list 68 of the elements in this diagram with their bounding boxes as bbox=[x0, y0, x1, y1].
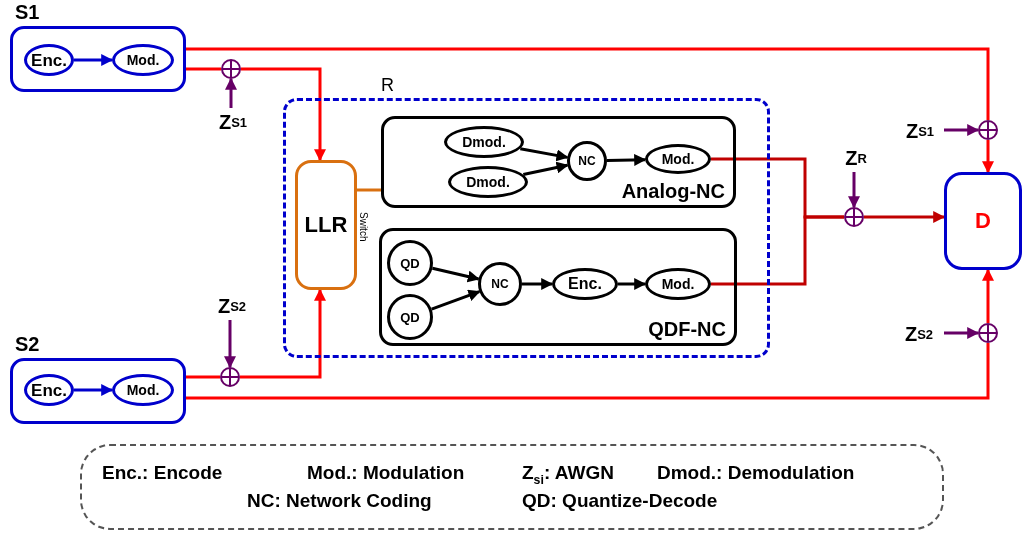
node-label: Enc. bbox=[568, 276, 602, 292]
node-label: S1 bbox=[15, 2, 40, 22]
node-label: Mod. bbox=[126, 53, 160, 67]
rounded-box bbox=[381, 116, 736, 208]
arrow bbox=[74, 54, 114, 66]
arrow bbox=[523, 161, 569, 176]
node-label: LLR bbox=[304, 214, 348, 236]
ellipse-node bbox=[387, 240, 433, 286]
legend-entry: Z$_{si}$: AWGN bbox=[522, 462, 614, 487]
node-label: D bbox=[975, 210, 991, 232]
arrow bbox=[944, 327, 980, 339]
arrow bbox=[944, 124, 980, 136]
arrow bbox=[74, 384, 114, 396]
arrow bbox=[431, 289, 481, 311]
node-label: Dmod. bbox=[466, 175, 510, 189]
arrow bbox=[240, 288, 326, 379]
connector-line bbox=[186, 67, 221, 71]
node-label: Mod. bbox=[661, 152, 695, 166]
arrow bbox=[224, 320, 236, 369]
legend-entry: Enc.: Encode bbox=[102, 462, 223, 484]
ellipse-node bbox=[112, 374, 174, 406]
rounded-box bbox=[379, 228, 737, 346]
arrow bbox=[606, 153, 647, 166]
arrow bbox=[982, 268, 994, 323]
node-label: Enc. bbox=[31, 51, 67, 69]
arrow bbox=[864, 211, 946, 223]
node-label: Mod. bbox=[126, 383, 160, 397]
connector-line bbox=[711, 215, 844, 286]
node-label: Analog-NC bbox=[621, 181, 725, 201]
node-label: QD bbox=[400, 310, 420, 324]
node-label: S2 bbox=[15, 334, 40, 354]
node-label: QDF-NC bbox=[648, 319, 726, 339]
node-label: Mod. bbox=[661, 277, 695, 291]
node-label: NC bbox=[578, 155, 596, 167]
connector-line bbox=[186, 47, 990, 120]
connector-line bbox=[186, 375, 220, 379]
ellipse-node bbox=[552, 268, 618, 300]
circle-node bbox=[478, 262, 522, 306]
legend-entry: Dmod.: Demodulation bbox=[657, 462, 855, 484]
ellipse-node bbox=[387, 294, 433, 340]
arrow bbox=[241, 67, 326, 162]
node-label: Enc. bbox=[31, 381, 67, 399]
arrow bbox=[432, 266, 480, 283]
arrow bbox=[520, 147, 569, 162]
connector-line bbox=[357, 188, 381, 192]
ellipse-node bbox=[645, 268, 711, 300]
ellipse-node bbox=[112, 44, 174, 76]
arrow bbox=[848, 172, 860, 209]
legend-entry: NC: Network Coding bbox=[247, 490, 432, 512]
ellipse-node bbox=[448, 166, 528, 198]
node-label: R bbox=[381, 76, 394, 94]
arrow bbox=[225, 77, 237, 108]
edge-label: Switch bbox=[358, 212, 369, 242]
node-label: NC bbox=[491, 278, 509, 290]
node-label: Dmod. bbox=[462, 135, 506, 149]
legend-entry: Mod.: Modulation bbox=[307, 462, 465, 484]
node-label: QD bbox=[400, 256, 420, 270]
arrow bbox=[982, 140, 994, 174]
ellipse-node bbox=[24, 374, 74, 406]
connector-line bbox=[186, 343, 990, 400]
arrow bbox=[522, 278, 554, 290]
ellipse-node bbox=[24, 44, 74, 76]
rounded-box bbox=[295, 160, 357, 290]
ellipse-node bbox=[444, 126, 524, 158]
legend-entry: QD: Quantize-Decode bbox=[522, 490, 718, 512]
arrow bbox=[618, 278, 647, 290]
rounded-box bbox=[944, 172, 1022, 270]
circle-node bbox=[567, 141, 607, 181]
